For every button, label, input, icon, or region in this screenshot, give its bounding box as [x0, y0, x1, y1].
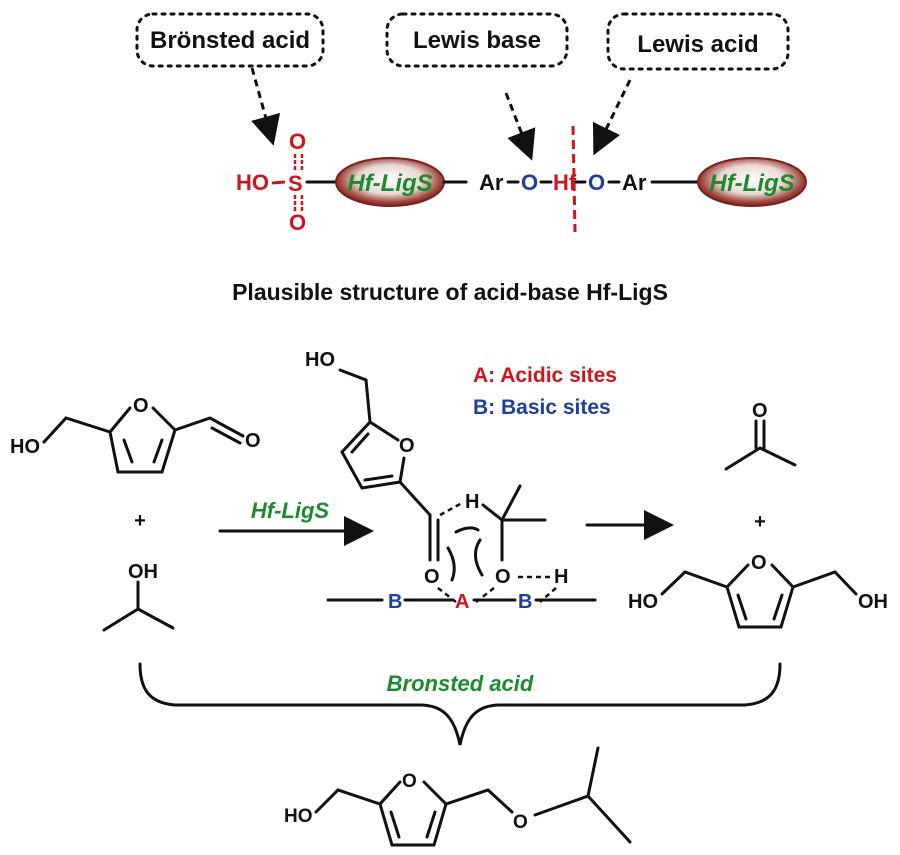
furan-ring	[108, 406, 177, 474]
bond	[338, 368, 372, 424]
bond	[102, 580, 175, 632]
atom-hf: Hf	[553, 170, 577, 195]
double-bond	[389, 810, 437, 839]
dashed-arrow-lewis-acid	[592, 79, 632, 156]
site-a: A	[455, 591, 469, 613]
atom-o: O	[399, 435, 415, 457]
site-b: B	[388, 591, 402, 613]
furan-ring	[378, 802, 448, 847]
atom-o: O	[751, 552, 767, 574]
bond	[271, 180, 286, 185]
callout-label: Lewis acid	[637, 31, 758, 58]
legend-basic-sites: B: Basic sites	[473, 396, 611, 419]
hydride-transfer	[439, 501, 463, 517]
plus-sign: +	[754, 511, 766, 533]
atom-ho: HO	[284, 806, 313, 827]
ligand-label: Hf-LigS	[709, 170, 794, 197]
callout-box	[606, 12, 790, 71]
legend-acidic-sites: A: Acidic sites	[473, 364, 617, 387]
electron-flow-arrows	[446, 526, 484, 582]
bond	[42, 416, 112, 444]
atom-o: O	[513, 812, 528, 833]
double-bond	[350, 432, 394, 482]
bracket-label: Bronsted acid	[387, 671, 534, 696]
atom-ho: HO	[10, 436, 40, 458]
atom-o: O	[133, 395, 149, 417]
atom-h: H	[554, 566, 568, 588]
double-bond	[122, 438, 164, 464]
atom-o: O	[521, 170, 538, 195]
callout-box	[385, 12, 569, 68]
callout-label: Lewis base	[413, 27, 541, 54]
site-b: B	[518, 591, 532, 613]
bond	[314, 780, 514, 814]
product-ether: HO O O	[284, 746, 632, 847]
atom-o: O	[495, 566, 511, 588]
bond	[398, 480, 432, 517]
double-bond	[736, 593, 784, 621]
atom-h: H	[465, 491, 479, 513]
reactant-hmf: HO O O	[10, 395, 261, 474]
plus-sign: +	[134, 510, 146, 532]
dashed-arrow-bronsted	[250, 67, 281, 146]
callout-box	[135, 12, 325, 68]
bond	[173, 416, 245, 445]
dashed-arrow-lewis-base	[504, 92, 536, 161]
bracket: Bronsted acid	[138, 662, 782, 746]
atom-oh: OH	[858, 591, 888, 613]
reactant-isopropanol: OH	[102, 561, 175, 632]
product-bhmf: HO O OH	[628, 552, 888, 629]
transition-state: HO O O H O H B A B	[305, 349, 597, 613]
atom-ho: HO	[305, 349, 335, 371]
bond	[533, 746, 632, 844]
atom-o: O	[289, 129, 306, 154]
atom-ar: Ar	[622, 170, 647, 195]
atom-ho: HO	[628, 591, 658, 613]
atom-o: O	[245, 430, 261, 452]
ligand-ellipse	[697, 157, 807, 207]
atom-o: O	[752, 400, 768, 422]
callout-label: Brönsted acid	[150, 27, 310, 54]
atom-o: O	[289, 210, 306, 235]
atom-o: O	[424, 566, 440, 588]
product-acetone: O	[724, 400, 797, 471]
catalyst-label: Hf-LigS	[251, 498, 330, 523]
curly-brace	[138, 662, 782, 746]
structure-caption: Plausible structure of acid-base Hf-LigS	[232, 279, 668, 305]
bond	[481, 484, 547, 562]
furan-ring	[725, 585, 795, 629]
atom-s: S	[288, 171, 303, 196]
ligand-label: Hf-LigS	[347, 170, 432, 197]
bond	[724, 419, 797, 471]
atom-ho: HO	[236, 170, 269, 195]
cleavage-line	[571, 125, 577, 233]
callout-lewis-acid: Lewis acid	[606, 12, 790, 71]
carbonyl-double-bond	[428, 513, 440, 562]
atom-ar: Ar	[479, 170, 504, 195]
callout-bronsted-acid: Brönsted acid	[135, 12, 325, 68]
hf-chain: Ar O Hf O Ar	[442, 125, 699, 233]
ligand-ellipse-left: Hf-LigS	[335, 157, 445, 207]
sulfonic-acid-group: HO S O O	[236, 129, 340, 235]
callout-lewis-base: Lewis base	[385, 12, 569, 68]
bond	[660, 563, 858, 596]
ligand-ellipse-right: Hf-LigS	[697, 157, 807, 207]
atom-o: O	[402, 771, 417, 792]
catalyst-arrow: Hf-LigS	[218, 498, 374, 546]
atom-o: O	[588, 170, 605, 195]
atom-oh: OH	[128, 561, 158, 583]
furan-ring	[340, 420, 406, 490]
